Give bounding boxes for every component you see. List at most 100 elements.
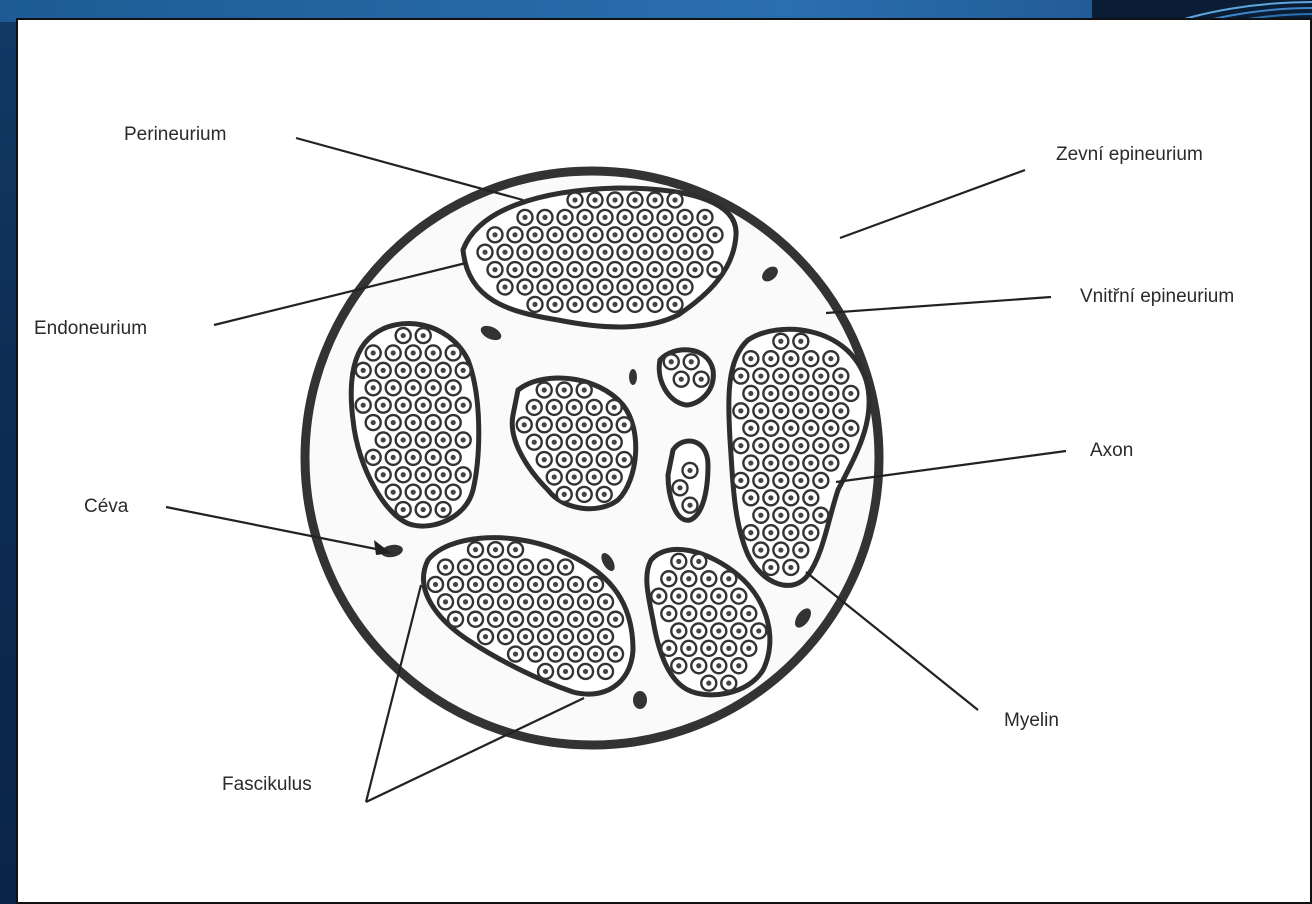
axon-core [593, 582, 598, 587]
label-ceva: Céva [84, 496, 129, 517]
axon-core [562, 457, 567, 462]
vessel-3 [629, 369, 637, 385]
axon-core [848, 391, 853, 396]
axon-core [421, 472, 426, 477]
axon-core [502, 250, 507, 255]
nerve-cross-section-diagram: Perineurium Endoneurium Céva Fascikulus … [18, 20, 1310, 902]
axon-core [828, 391, 833, 396]
axon-core [768, 356, 773, 361]
axon-core [706, 646, 711, 651]
axon-core [582, 250, 587, 255]
axon-core [696, 559, 701, 564]
axon-core [391, 455, 396, 460]
axon-core [716, 594, 721, 599]
axon-core [453, 582, 458, 587]
axon-core [602, 422, 607, 427]
axon-core [542, 215, 547, 220]
axon-core [371, 385, 376, 390]
axon-core [818, 513, 823, 518]
axon-core [391, 385, 396, 390]
axon-core [461, 403, 466, 408]
axon-core [788, 460, 793, 465]
axon-core [543, 669, 548, 674]
axon-core [552, 232, 557, 237]
axon-core [798, 478, 803, 483]
axon-core [706, 681, 711, 686]
axon-core [482, 250, 487, 255]
axon-core [838, 373, 843, 378]
axon-core [441, 472, 446, 477]
axon-core [602, 284, 607, 289]
axon-core [562, 387, 567, 392]
axon-core [563, 599, 568, 604]
axon-core [553, 651, 558, 656]
axon-core [689, 359, 694, 364]
axon-core [676, 594, 681, 599]
axon-core [748, 426, 753, 431]
axon-core [463, 599, 468, 604]
axon-core [572, 232, 577, 237]
axon-core [562, 422, 567, 427]
axon-core [401, 437, 406, 442]
axon-core [622, 250, 627, 255]
axon-core [563, 564, 568, 569]
axon-core [361, 403, 366, 408]
axon-core [756, 628, 761, 633]
axon-core [612, 474, 617, 479]
axon-core [692, 267, 697, 272]
axon-core [702, 250, 707, 255]
axon-core [552, 474, 557, 479]
axon-core [592, 302, 597, 307]
axon-core [808, 356, 813, 361]
axon-core [441, 368, 446, 373]
axon-core [533, 582, 538, 587]
axon-core [552, 440, 557, 445]
axon-core [612, 232, 617, 237]
axon-core [679, 377, 684, 382]
axon-core [421, 333, 426, 338]
axon-core [788, 426, 793, 431]
axon-core [603, 669, 608, 674]
axon-core [686, 646, 691, 651]
axon-core [553, 582, 558, 587]
axon-core [808, 391, 813, 396]
label-axon: Axon [1090, 440, 1133, 461]
label-myelin: Myelin [1004, 710, 1059, 731]
axon-core [768, 426, 773, 431]
axon-core [642, 215, 647, 220]
axon-core [612, 405, 617, 410]
axon-core [431, 385, 436, 390]
axon-core [768, 530, 773, 535]
axon-core [401, 507, 406, 512]
axon-core [562, 215, 567, 220]
axon-core [602, 215, 607, 220]
axon-core [662, 284, 667, 289]
axon-core [381, 437, 386, 442]
axon-core [712, 232, 717, 237]
axon-core [818, 373, 823, 378]
axon-core [758, 443, 763, 448]
axon-core [542, 250, 547, 255]
axon-core [828, 426, 833, 431]
axon-core [572, 405, 577, 410]
axon-core [726, 611, 731, 616]
axon-core [443, 564, 448, 569]
axon-core [736, 594, 741, 599]
axon-core [662, 250, 667, 255]
label-vnitrni-epineurium: Vnitřní epineurium [1080, 286, 1234, 307]
axon-core [532, 440, 537, 445]
axon-core [503, 634, 508, 639]
axon-core [699, 377, 704, 382]
axon-core [612, 267, 617, 272]
axon-core [572, 474, 577, 479]
axon-core [788, 356, 793, 361]
axon-core [676, 628, 681, 633]
axon-core [411, 455, 416, 460]
axon-core [542, 284, 547, 289]
axon-core [736, 628, 741, 633]
leader-perineurium [296, 138, 523, 200]
axon-core [666, 646, 671, 651]
axon-core [622, 215, 627, 220]
axon-core [592, 474, 597, 479]
axon-core [726, 576, 731, 581]
